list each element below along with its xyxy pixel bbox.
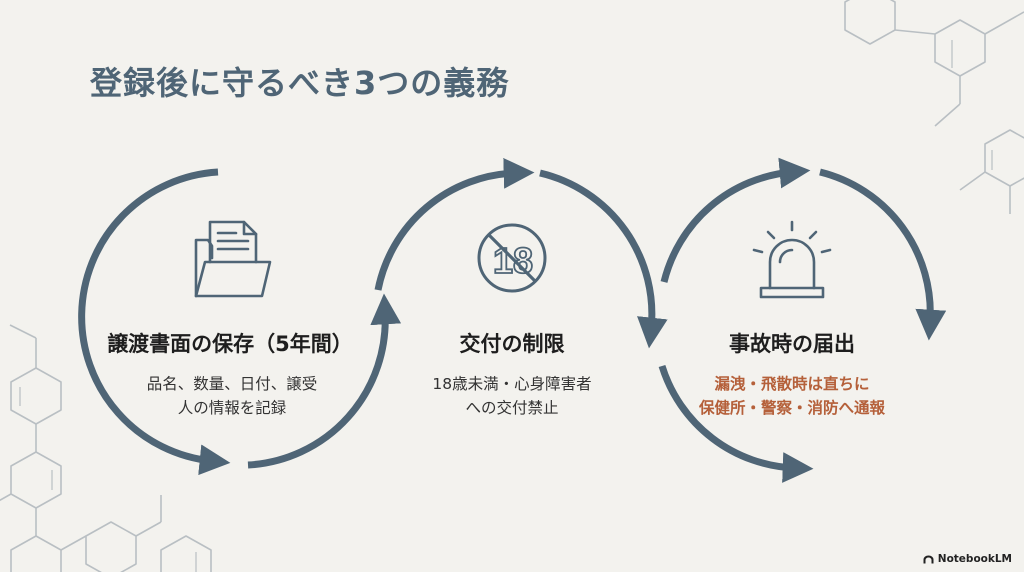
brand-label: NotebookLM [937, 553, 1012, 565]
notebooklm-watermark: NotebookLM [923, 553, 1012, 565]
cycle-arrow [374, 157, 535, 291]
document-folder-icon [194, 220, 272, 298]
step-2-description: 18歳未満・心身障害者 への交付禁止 [432, 375, 592, 417]
step-1-description: 品名、数量、日付、譲受 人の情報を記録 [146, 375, 318, 417]
notebooklm-logo-icon [923, 555, 934, 564]
cycle-arrow [539, 169, 668, 349]
cycle-arrow [247, 293, 402, 469]
step-2-title: 交付の制限 [459, 332, 565, 356]
step-3-description: 漏洩・飛散時は直ちに 保健所・警察・消防へ通報 [698, 375, 885, 417]
step-1-title: 譲渡書面の保存（5年間） [107, 332, 353, 356]
slide-title: 登録後に守るべき3つの義務 [90, 64, 510, 102]
alarm-light-icon [752, 220, 832, 299]
cycle-arrow [658, 364, 814, 483]
cycle-arrow [819, 168, 947, 341]
cycle-arrow [660, 157, 811, 283]
no-under-18-icon: 18 [477, 223, 547, 293]
step-3-title: 事故時の届出 [729, 332, 855, 356]
cycle-arrow [78, 168, 231, 476]
